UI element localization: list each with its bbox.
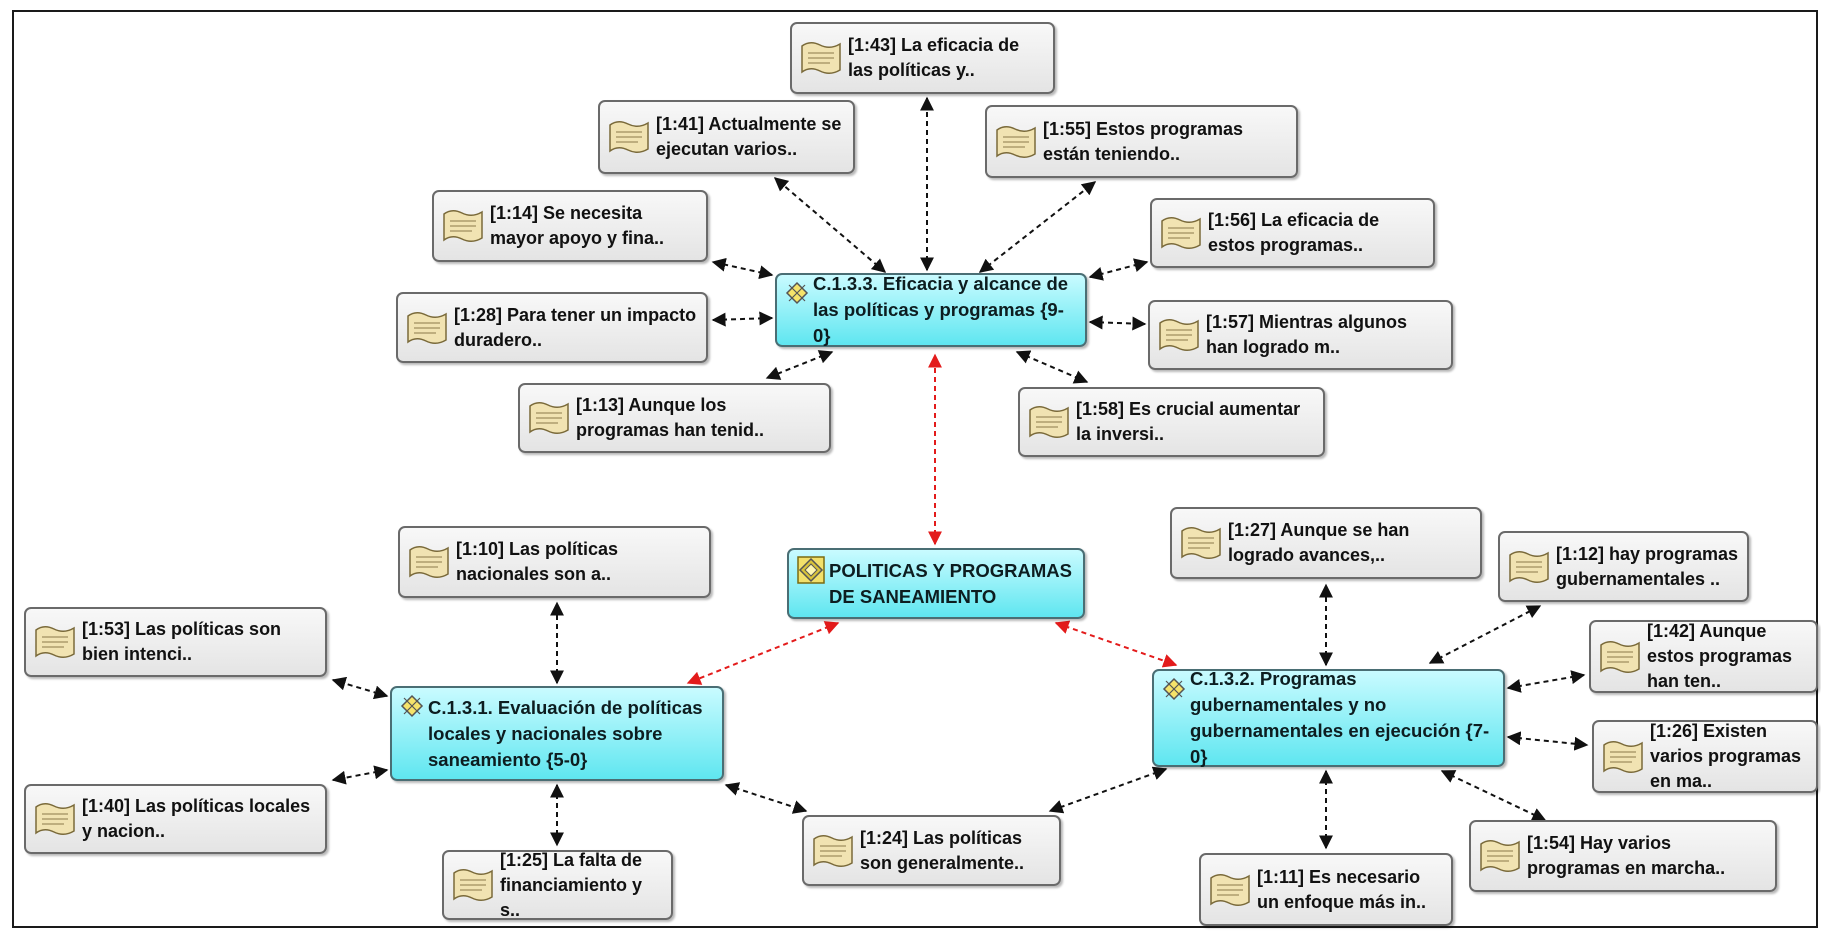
quote-label: [1:25] La falta de financiamiento y s..: [500, 849, 643, 920]
quote-node-1-53[interactable]: [1:53] Las políticas son bien intenci..: [24, 607, 327, 677]
link-c133-q157: [1088, 315, 1147, 331]
quote-label: [1:27] Aunque se han logrado avances,..: [1228, 520, 1410, 565]
link-c133-q114: [711, 257, 774, 280]
quote-node-1-41[interactable]: [1:41] Actualmente se ejecutan varios..: [598, 100, 855, 174]
document-icon: [1480, 840, 1520, 872]
quote-label: [1:26] Existen varios programas en ma..: [1650, 721, 1802, 791]
document-icon: [35, 803, 75, 835]
quote-label: [1:55] Estos programas están teniendo..: [1043, 118, 1244, 164]
document-icon: [407, 311, 447, 344]
code-icon: [400, 694, 424, 718]
document-icon: [1600, 640, 1640, 673]
family-code-icon: [797, 556, 825, 584]
document-icon: [1161, 217, 1201, 249]
quote-node-1-10[interactable]: [1:10] Las políticas nacionales son a..: [398, 526, 711, 598]
quote-node-1-55[interactable]: [1:55] Estos programas están teniendo..: [985, 105, 1298, 178]
code-node-label: C.1.3.1. Evaluación de políticas locales…: [428, 696, 703, 770]
quote-node-1-25[interactable]: [1:25] La falta de financiamiento y s..: [442, 850, 673, 920]
quote-label: [1:11] Es necesario un enfoque más in..: [1257, 866, 1427, 912]
quote-node-1-56[interactable]: [1:56] La eficacia de estos programas..: [1150, 198, 1435, 268]
link-c131-q140: [331, 765, 389, 785]
quote-node-1-14[interactable]: [1:14] Se necesita mayor apoyo y fina..: [432, 190, 708, 262]
quote-node-1-54[interactable]: [1:54] Hay varios programas en marcha..: [1469, 820, 1777, 892]
quote-label: [1:28] Para tener un impacto duradero..: [454, 304, 697, 350]
quote-label: [1:53] Las políticas son bien intenci..: [82, 619, 282, 664]
link-c133-q158: [1015, 350, 1089, 384]
link-c132-q124: [1048, 766, 1168, 814]
quote-node-1-13[interactable]: [1:13] Aunque los programas han tenid..: [518, 383, 831, 453]
document-icon: [529, 402, 569, 434]
code-node-c133[interactable]: C.1.3.3. Eficacia y alcance de las polít…: [775, 273, 1087, 347]
quote-node-1-11[interactable]: [1:11] Es necesario un enfoque más in..: [1199, 853, 1453, 926]
document-icon: [1159, 319, 1199, 351]
quote-node-1-24[interactable]: [1:24] Las políticas son generalmente..: [802, 815, 1061, 886]
link-c132-q154: [1440, 770, 1547, 821]
quote-label: [1:42] Aunque estos programas han ten..: [1647, 621, 1793, 691]
document-icon: [609, 121, 649, 153]
document-icon: [443, 210, 483, 242]
link-c133-q113: [765, 350, 834, 380]
main-node-label: POLITICAS Y PROGRAMAS DE SANEAMIENTO: [829, 559, 1072, 607]
document-icon: [1210, 873, 1250, 906]
link-c132-q126: [1506, 731, 1589, 751]
document-icon: [453, 869, 493, 901]
main-node-politicas-programas[interactable]: POLITICAS Y PROGRAMAS DE SANEAMIENTO: [787, 548, 1085, 619]
document-icon: [801, 42, 841, 74]
link-c132-q142: [1506, 670, 1586, 693]
link-c131-q124: [724, 782, 808, 814]
document-icon: [409, 546, 449, 578]
link-main-c132: [1054, 620, 1178, 668]
quote-label: [1:12] hay programas gubernamentales ..: [1556, 543, 1739, 589]
quote-node-1-26[interactable]: [1:26] Existen varios programas en ma..: [1592, 720, 1818, 793]
code-icon: [785, 281, 809, 305]
link-c132-q112: [1428, 605, 1542, 664]
quote-label: [1:40] Las políticas locales y nacion..: [82, 796, 311, 841]
document-icon: [813, 834, 853, 867]
quote-label: [1:43] La eficacia de las políticas y..: [848, 35, 1020, 80]
quote-label: [1:54] Hay varios programas en marcha..: [1527, 833, 1726, 878]
quote-label: [1:24] Las políticas son generalmente..: [860, 827, 1025, 873]
quote-node-1-12[interactable]: [1:12] hay programas gubernamentales ..: [1498, 531, 1749, 602]
quote-node-1-43[interactable]: [1:43] La eficacia de las políticas y..: [790, 22, 1055, 94]
quote-label: [1:56] La eficacia de estos programas..: [1208, 210, 1380, 255]
code-node-c132[interactable]: C.1.3.2. Programas gubernamentales y no …: [1152, 668, 1505, 767]
quote-node-1-57[interactable]: [1:57] Mientras algunos han logrado m..: [1148, 300, 1453, 370]
code-node-label: C.1.3.3. Eficacia y alcance de las polít…: [813, 273, 1069, 346]
code-node-c131[interactable]: C.1.3.1. Evaluación de políticas locales…: [390, 686, 724, 781]
code-node-label: C.1.3.2. Programas gubernamentales y no …: [1190, 668, 1490, 767]
quote-node-1-28[interactable]: [1:28] Para tener un impacto duradero..: [396, 292, 708, 363]
code-icon: [1162, 677, 1186, 701]
quote-label: [1:13] Aunque los programas han tenid..: [576, 395, 765, 440]
quote-label: [1:41] Actualmente se ejecutan varios..: [656, 114, 842, 159]
document-icon: [1509, 550, 1549, 583]
link-c133-q128: [711, 311, 774, 327]
quote-label: [1:58] Es crucial aumentar la inversi..: [1076, 399, 1301, 444]
quote-label: [1:14] Se necesita mayor apoyo y fina..: [490, 203, 665, 248]
link-main-c131: [686, 621, 840, 685]
link-c133-q141: [773, 177, 887, 273]
quote-label: [1:10] Las políticas nacionales son a..: [456, 539, 619, 584]
document-icon: [1029, 406, 1069, 438]
quote-node-1-40[interactable]: [1:40] Las políticas locales y nacion..: [24, 784, 327, 854]
quote-node-1-58[interactable]: [1:58] Es crucial aumentar la inversi..: [1018, 387, 1325, 457]
document-icon: [1603, 740, 1643, 773]
quote-node-1-42[interactable]: [1:42] Aunque estos programas han ten..: [1589, 620, 1818, 693]
document-icon: [996, 125, 1036, 158]
quote-label: [1:57] Mientras algunos han logrado m..: [1206, 312, 1408, 357]
quote-node-1-27[interactable]: [1:27] Aunque se han logrado avances,..: [1170, 507, 1482, 579]
link-c133-q155: [978, 181, 1097, 273]
document-icon: [35, 626, 75, 658]
link-c131-q153: [331, 676, 389, 700]
link-c133-q156: [1088, 258, 1149, 281]
document-icon: [1181, 527, 1221, 559]
